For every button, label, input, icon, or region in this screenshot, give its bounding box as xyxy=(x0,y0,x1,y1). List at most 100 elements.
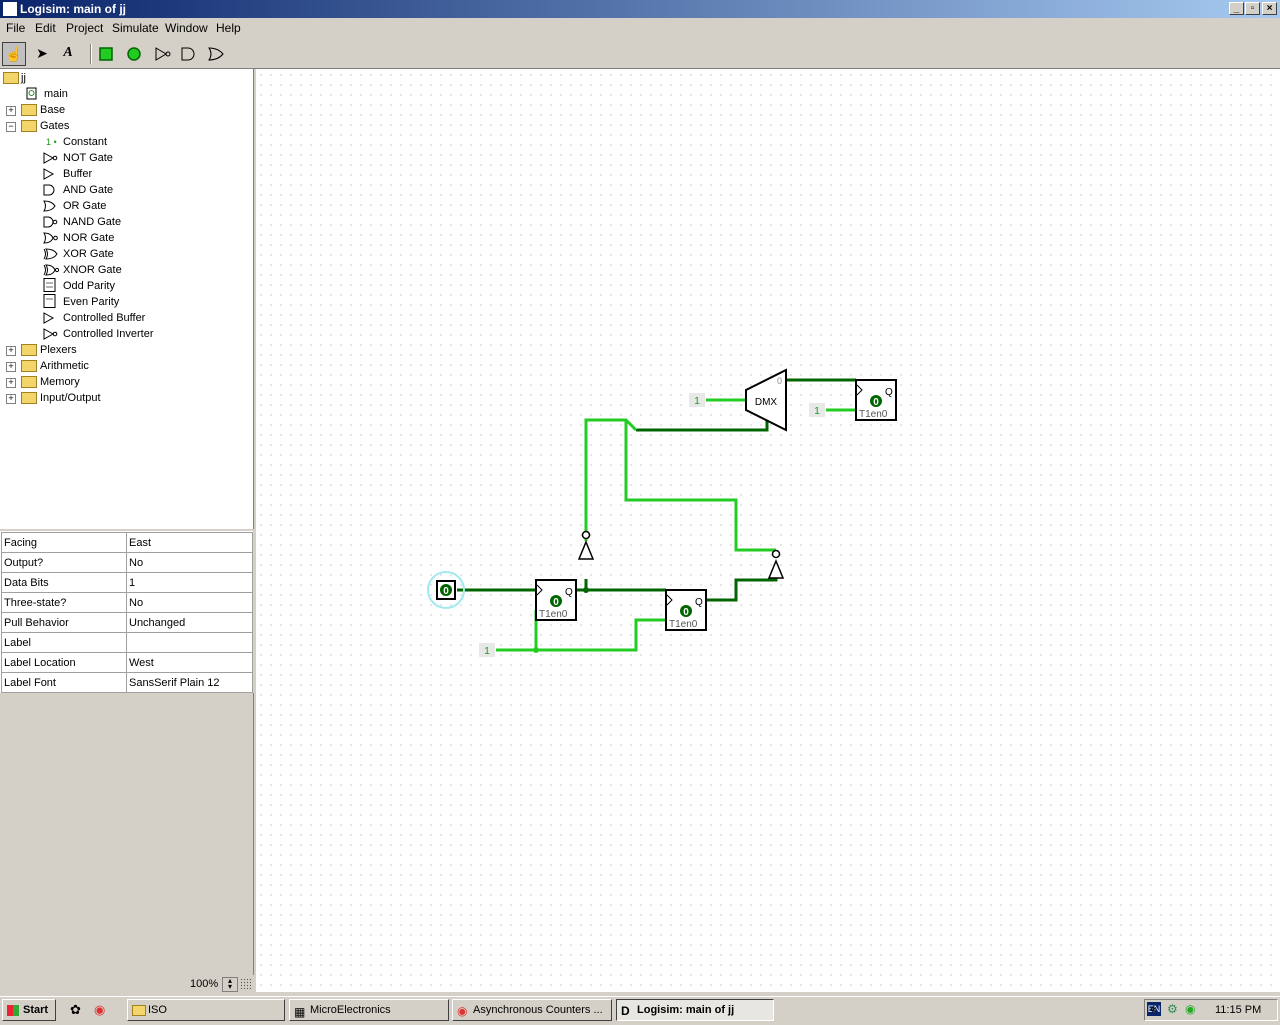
tree-item-arithmetic[interactable]: Arithmetic xyxy=(40,360,89,372)
start-label: Start xyxy=(23,1004,49,1016)
controlled-inverter[interactable] xyxy=(767,549,785,579)
tree-item-even-parity[interactable]: Even Parity xyxy=(63,296,120,308)
select-tool-icon[interactable]: ➤ xyxy=(36,45,48,61)
text-tool-icon[interactable]: A xyxy=(63,45,73,60)
constant-one[interactable]: 1 xyxy=(479,643,495,657)
tree-item-not-gate[interactable]: NOT Gate xyxy=(63,152,113,164)
output-pin-tool-icon[interactable] xyxy=(122,42,146,66)
tree-item-constant[interactable]: Constant xyxy=(63,136,108,148)
tree-item-nor-gate[interactable]: NOR Gate xyxy=(63,232,115,244)
attr-value[interactable]: No xyxy=(126,552,253,573)
menu-help[interactable]: Help xyxy=(216,21,241,35)
quicklaunch-settings-icon[interactable]: ✿ xyxy=(70,1002,81,1017)
tree-item-jj[interactable]: jj xyxy=(21,72,26,84)
grid-toggle-icon[interactable] xyxy=(240,978,251,989)
ff-inputs-label: T1en0 xyxy=(859,409,888,420)
menu-edit[interactable]: Edit xyxy=(35,21,56,35)
taskbar-item-label: ISO xyxy=(148,1004,167,1016)
attr-value[interactable]: East xyxy=(126,532,253,553)
tray-network-icon[interactable]: ⚙ xyxy=(1167,1002,1178,1016)
tree-item-input-output[interactable]: Input/Output xyxy=(40,392,101,404)
attr-name: Label Font xyxy=(1,672,127,693)
tree-item-controlled-inverter[interactable]: Controlled Inverter xyxy=(63,328,154,340)
constant-value: 1 xyxy=(814,406,820,417)
attribute-panel-background xyxy=(0,693,254,975)
tree-item-controlled-buffer[interactable]: Controlled Buffer xyxy=(63,312,146,324)
tree-item-base[interactable]: Base xyxy=(40,104,66,116)
wire-ff2-to-buffer xyxy=(706,569,778,602)
circuit-canvas[interactable]: 0 1 1 1 Q 0 T1en0 Q 0 xyxy=(256,69,1280,992)
t-flip-flop[interactable]: Q 0 T1en0 xyxy=(535,579,577,621)
start-button[interactable]: Start xyxy=(2,999,56,1021)
attr-value[interactable]: Unchanged xyxy=(126,612,253,633)
taskbar-item-browser[interactable]: ◉ Asynchronous Counters ... xyxy=(452,999,612,1021)
not-gate-tool-icon[interactable] xyxy=(150,42,174,66)
xor-gate-icon xyxy=(43,248,58,260)
wire-junction xyxy=(533,647,539,653)
ff-state: 0 xyxy=(553,597,559,608)
or-gate-tool-icon[interactable] xyxy=(204,42,228,66)
input-pin-tool-icon[interactable] xyxy=(94,42,118,66)
minimize-button[interactable]: _ xyxy=(1229,2,1244,15)
expand-icon[interactable]: + xyxy=(6,346,16,356)
demultiplexer[interactable]: DMX 0 xyxy=(745,368,787,432)
tree-item-buffer[interactable]: Buffer xyxy=(63,168,93,180)
logisim-app-icon xyxy=(3,2,17,16)
tree-item-memory[interactable]: Memory xyxy=(40,376,80,388)
t-flip-flop[interactable]: Q 0 T1en0 xyxy=(665,589,707,631)
quicklaunch-chrome-icon[interactable]: ◉ xyxy=(94,1002,106,1017)
zoom-spinner[interactable]: ▴▾ xyxy=(222,977,238,992)
taskbar-item-microelectronics[interactable]: ▦ MicroElectronics xyxy=(289,999,449,1021)
constant-one[interactable]: 1 xyxy=(809,403,825,417)
expand-icon[interactable]: + xyxy=(6,106,16,116)
taskbar-item-logisim[interactable]: D Logisim: main of jj xyxy=(616,999,774,1021)
chrome-icon: ◉ xyxy=(457,1004,468,1018)
tray-expand-icon[interactable]: « xyxy=(1150,1002,1157,1016)
menu-file[interactable]: File xyxy=(6,21,26,35)
tree-item-nand-gate[interactable]: NAND Gate xyxy=(63,216,122,228)
attr-value[interactable]: SansSerif Plain 12 xyxy=(126,672,253,693)
constant-one[interactable]: 1 xyxy=(689,393,705,407)
clock: 11:15 PM xyxy=(1215,1004,1262,1016)
tree-item-odd-parity[interactable]: Odd Parity xyxy=(63,280,115,292)
tree-item-main[interactable]: main xyxy=(44,88,68,100)
taskbar: Start ✿ ◉ ISO ▦ MicroElectronics ◉ Async… xyxy=(0,996,1280,1025)
menu-window[interactable]: Window xyxy=(165,21,208,35)
wire-buffer1-up xyxy=(584,418,638,541)
language-indicator[interactable]: EN xyxy=(1147,1002,1161,1016)
and-gate-tool-icon[interactable] xyxy=(176,42,200,66)
folder-icon xyxy=(21,392,37,404)
collapse-icon[interactable]: − xyxy=(6,122,16,132)
network-folder-icon: ▦ xyxy=(294,1005,306,1019)
tree-item-or-gate[interactable]: OR Gate xyxy=(63,200,107,212)
input-pin[interactable]: 0 xyxy=(436,580,456,600)
tree-item-xnor-gate[interactable]: XNOR Gate xyxy=(63,264,122,276)
maximize-button[interactable]: ▫ xyxy=(1245,2,1260,15)
wire-to-dmx-select xyxy=(636,419,769,432)
close-button[interactable]: × xyxy=(1262,2,1277,15)
controlled-inverter[interactable] xyxy=(577,530,595,560)
tree-item-plexers[interactable]: Plexers xyxy=(40,344,77,356)
menu-project[interactable]: Project xyxy=(66,21,104,35)
tray-status-icon[interactable]: ◉ xyxy=(1185,1002,1196,1016)
expand-icon[interactable]: + xyxy=(6,378,16,388)
expand-icon[interactable]: + xyxy=(6,362,16,372)
folder-icon xyxy=(21,104,37,116)
tree-item-gates[interactable]: Gates xyxy=(40,120,70,132)
ff-inputs-label: T1en0 xyxy=(539,609,568,620)
menu-simulate[interactable]: Simulate xyxy=(112,21,159,35)
poke-tool-icon[interactable]: ☝ xyxy=(2,42,26,66)
table-row: Label xyxy=(1,632,253,653)
tree-item-and-gate[interactable]: AND Gate xyxy=(63,184,114,196)
attr-value[interactable]: West xyxy=(126,652,253,673)
taskbar-item-iso[interactable]: ISO xyxy=(127,999,285,1021)
attr-value[interactable] xyxy=(126,632,253,653)
t-flip-flop[interactable]: Q 0 T1en0 xyxy=(855,379,897,421)
tree-item-xor-gate[interactable]: XOR Gate xyxy=(63,248,114,260)
attr-value[interactable]: No xyxy=(126,592,253,613)
expand-icon[interactable]: + xyxy=(6,394,16,404)
zoom-bar: 100% ▴▾ xyxy=(0,976,253,992)
attr-value[interactable]: 1 xyxy=(126,572,253,593)
